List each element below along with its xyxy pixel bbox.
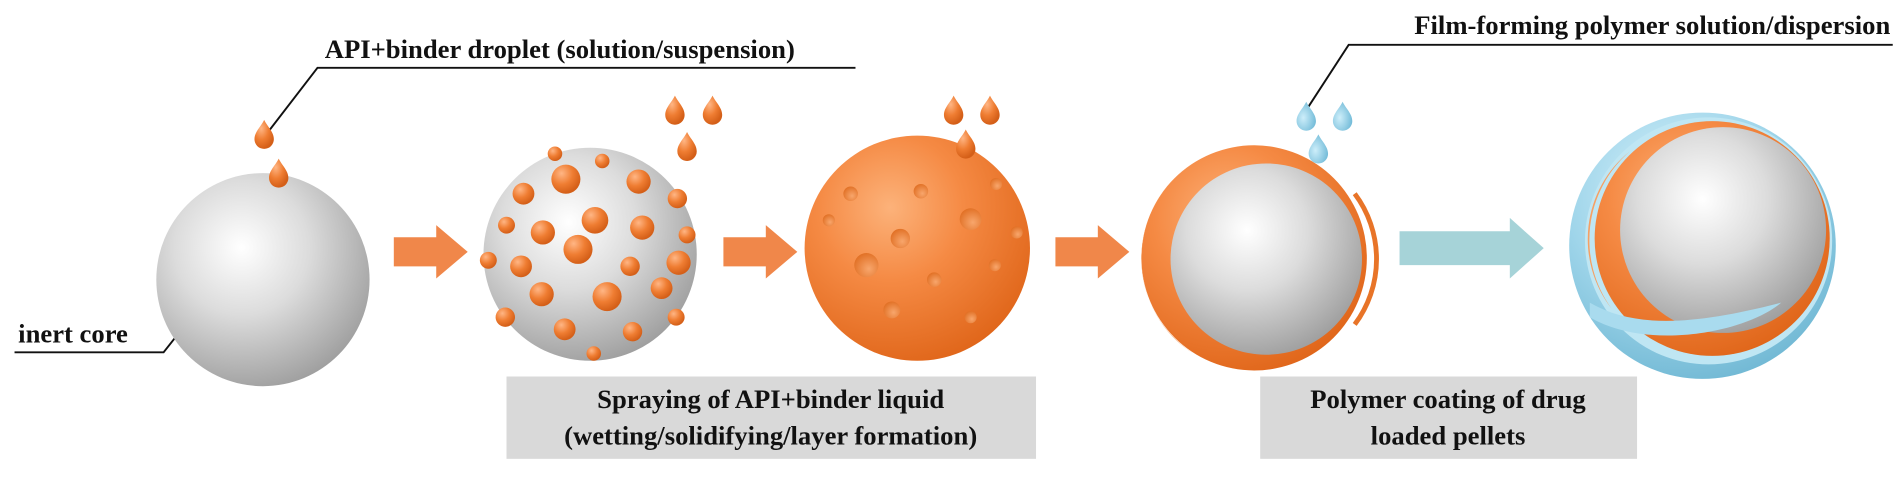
api-bump xyxy=(926,272,942,287)
api-bump xyxy=(890,228,911,249)
api-dot xyxy=(479,251,497,269)
api-dot xyxy=(620,256,640,277)
api-bump xyxy=(854,253,879,278)
api-layered-pellet xyxy=(804,135,1030,361)
api-dot xyxy=(563,234,593,264)
polymer-coated-pellet xyxy=(1569,112,1836,379)
api-bump xyxy=(959,208,982,231)
api-dot xyxy=(547,146,563,162)
core-sphere xyxy=(1170,163,1362,355)
api-dot xyxy=(592,282,622,312)
api-dot xyxy=(650,277,673,300)
wetted-core xyxy=(479,146,697,361)
film-polymer-leader xyxy=(1303,43,1893,115)
process-arrow-1 xyxy=(393,225,468,279)
caption-line-2: (wetting/solidifying/layer formation) xyxy=(564,420,977,450)
step-caption-spraying: Spraying of API+binder liquid (wetting/s… xyxy=(506,376,1037,459)
caption-line-1: Spraying of API+binder liquid xyxy=(597,384,944,414)
process-arrow-3 xyxy=(1055,225,1130,279)
polymer-droplet xyxy=(1332,101,1353,131)
api-dot xyxy=(586,346,602,361)
api-droplet xyxy=(980,95,1000,125)
caption-line-2: loaded pellets xyxy=(1371,420,1526,450)
polymer-droplet xyxy=(1308,134,1329,164)
api-dot xyxy=(529,282,554,307)
api-droplet-leader xyxy=(268,66,856,132)
api-dot xyxy=(626,169,651,194)
api-dot xyxy=(495,307,515,327)
caption-box xyxy=(506,376,1037,459)
api-bump xyxy=(964,311,977,324)
inert-core-label: inert core xyxy=(18,319,128,349)
api-bump xyxy=(883,301,901,319)
api-dot xyxy=(498,216,515,234)
api-dot xyxy=(594,153,610,169)
api-bump xyxy=(988,259,1001,272)
api-bump xyxy=(989,177,1003,191)
api-dot xyxy=(667,188,688,209)
api-dot xyxy=(666,250,691,275)
api-droplet-label: API+binder droplet (solution/suspension) xyxy=(325,34,795,64)
api-shell-right-band xyxy=(1352,192,1379,326)
caption-line-1: Polymer coating of drug xyxy=(1310,384,1586,414)
api-dot xyxy=(622,322,643,342)
api-dot xyxy=(551,164,581,194)
drug-loaded-pellet-section xyxy=(1141,145,1379,371)
film-polymer-label: Film-forming polymer solution/dispersion xyxy=(1414,10,1890,40)
api-droplet xyxy=(665,95,685,125)
api-dot xyxy=(630,215,655,240)
api-droplet xyxy=(269,158,289,188)
api-dot xyxy=(530,220,555,245)
api-droplet xyxy=(702,95,723,125)
api-dot xyxy=(667,308,685,326)
process-arrow-2 xyxy=(723,225,798,279)
api-droplet xyxy=(254,119,274,149)
polymer-droplet xyxy=(1296,101,1316,131)
polymer-coat-band xyxy=(1589,302,1782,336)
api-dot xyxy=(512,182,535,205)
process-arrow-4 xyxy=(1399,217,1544,279)
api-droplet xyxy=(677,131,697,162)
inert-core-sphere xyxy=(156,173,370,387)
api-layer-sphere xyxy=(804,135,1030,361)
caption-box xyxy=(1260,376,1638,459)
api-dot xyxy=(678,226,696,244)
api-droplet xyxy=(956,129,976,159)
api-dot xyxy=(581,207,609,234)
step-caption-polymer-coating: Polymer coating of drug loaded pellets xyxy=(1260,376,1638,459)
api-bump xyxy=(843,186,858,201)
api-bump xyxy=(822,214,835,227)
api-dot xyxy=(510,255,532,278)
api-droplet xyxy=(943,95,964,125)
core-sphere xyxy=(1620,127,1827,333)
api-bump xyxy=(1010,226,1023,239)
api-bump xyxy=(913,184,929,199)
api-dot xyxy=(553,318,576,341)
